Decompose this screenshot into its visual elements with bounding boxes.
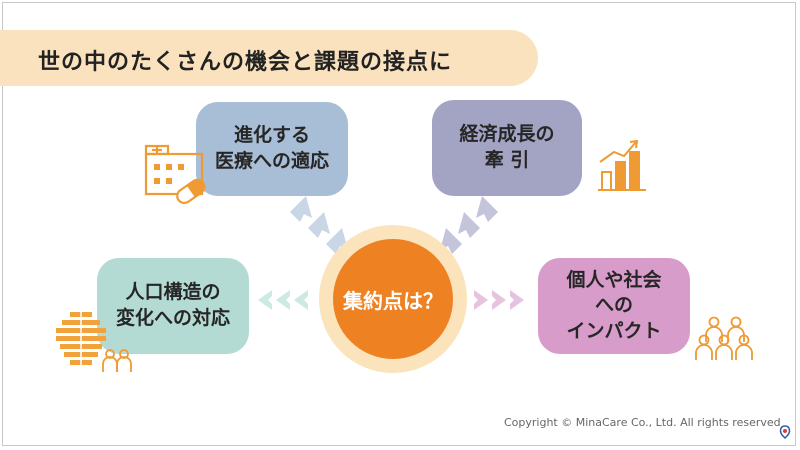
title-banner	[0, 30, 538, 86]
hospital-pill-icon	[144, 144, 206, 205]
arrow-right	[474, 290, 524, 310]
economic-growth-box: 経済成長の 牽 引	[432, 100, 582, 196]
population-line-2: 変化への対応	[115, 307, 230, 329]
center-circle: 集約点は？	[333, 239, 453, 359]
company-logo-icon	[779, 425, 791, 440]
impact-line-2: への	[594, 294, 633, 317]
bar-chart-growth-icon	[598, 139, 646, 191]
medical-line-2: 医療への適応	[214, 150, 329, 172]
arrow-left	[258, 290, 308, 310]
social-impact-box: 個人や社会 への インパクト	[538, 258, 690, 354]
arrow-up-left	[290, 196, 348, 254]
medical-adaptation-box: 進化する 医療への適応	[196, 102, 348, 196]
medical-line-1: 進化する	[233, 124, 310, 147]
economy-line-2: 牽 引	[484, 149, 530, 171]
arrow-up-right	[440, 196, 498, 254]
slide-frame	[2, 2, 796, 446]
population-pyramid-icon	[56, 310, 132, 372]
economy-line-1: 経済成長の	[459, 123, 555, 146]
population-change-box: 人口構造の 変化への対応	[97, 258, 249, 354]
copyright-text: Copyright © MinaCare Co., Ltd. All right…	[504, 416, 781, 429]
slide-title: 世の中のたくさんの機会と課題の接点に	[38, 50, 453, 75]
population-line-1: 人口構造の	[125, 281, 221, 304]
people-group-icon	[695, 316, 753, 360]
impact-line-1: 個人や社会	[566, 268, 662, 291]
impact-line-3: インパクト	[566, 319, 662, 342]
